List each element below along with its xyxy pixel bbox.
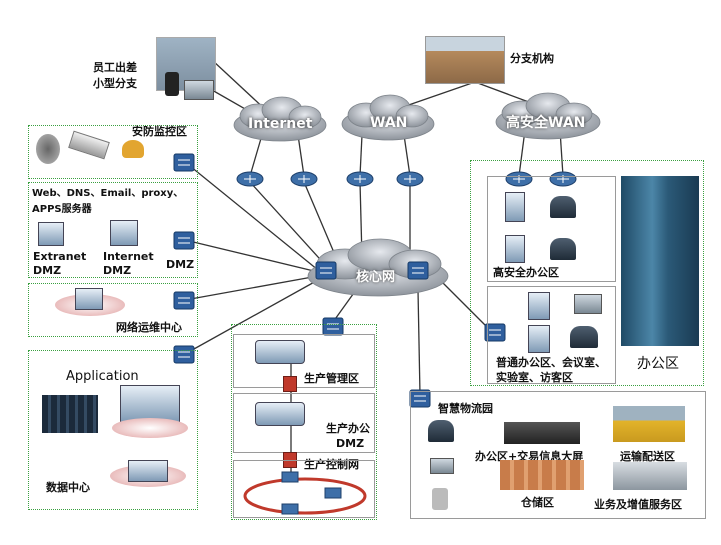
office-outer-zone	[470, 160, 704, 386]
internet-server-icon	[110, 220, 138, 246]
office-tower-photo	[621, 176, 699, 346]
laptop-icon	[430, 458, 454, 474]
warehouse-photo	[500, 460, 584, 490]
switch-icon	[173, 153, 195, 172]
laptop-icon	[574, 294, 602, 314]
travel-label-2: 小型分支	[93, 77, 137, 90]
secure-office-zone	[487, 176, 616, 282]
switch-icon	[315, 261, 337, 280]
general-office-label-1: 普通办公区、会议室、	[496, 356, 606, 369]
secure-user-icon	[550, 238, 576, 260]
noc-label: 网络运维中心	[116, 321, 182, 334]
application-label: Application	[66, 369, 139, 384]
extranet-server-icon	[38, 222, 64, 246]
dc-server-icon	[128, 460, 168, 482]
warehouse-label: 仓储区	[521, 496, 554, 509]
office-label-1: 生产办公	[326, 422, 370, 435]
production-control-zone	[233, 460, 375, 518]
phone-icon	[165, 72, 179, 96]
secure-wan-cloud-label: 高安全WAN	[506, 115, 586, 131]
switch-icon	[173, 231, 195, 250]
datacenter-label: 数据中心	[46, 481, 90, 494]
app-platform-icon	[112, 418, 188, 438]
security-zone-label: 安防监控区	[132, 125, 187, 138]
general-office-label-2: 实验室、访客区	[496, 371, 573, 384]
services-label: Web、DNS、Email、proxy、	[32, 188, 184, 199]
secure-server-icon	[505, 192, 525, 222]
internet-dmz-label-1: Internet	[103, 250, 154, 263]
logistics-title: 智慧物流园	[438, 402, 493, 415]
travel-label-1: 员工出差	[93, 61, 137, 74]
dmz-zone	[28, 182, 198, 278]
internet-cloud-label: Internet	[248, 116, 313, 132]
core-cloud-label: 核心网	[356, 270, 396, 285]
general-user-icon	[570, 326, 598, 348]
office-server-icon	[255, 402, 305, 426]
secure-server-icon	[505, 235, 525, 263]
datacenter-zone	[28, 350, 198, 510]
dmz-label: DMZ	[166, 258, 195, 271]
laptop-icon	[184, 80, 214, 100]
mgmt-server-icon	[255, 340, 305, 364]
secure-office-label: 高安全办公区	[493, 266, 559, 279]
trucks-photo	[613, 406, 685, 442]
extranet-label-2: DMZ	[33, 264, 62, 277]
wan-cloud	[341, 94, 435, 141]
transport-label: 运输配送区	[620, 450, 675, 463]
mgmt-label: 生产管理区	[304, 372, 359, 385]
meeting-photo	[504, 422, 580, 444]
switch-icon	[484, 323, 506, 342]
general-office-zone	[487, 286, 616, 384]
apps-servers-label: APPS服务器	[32, 204, 92, 215]
alarm-icon	[122, 140, 144, 158]
security-monitoring-zone	[28, 125, 198, 179]
wan-cloud-label: WAN	[370, 115, 408, 131]
noc-server-icon	[75, 288, 103, 310]
control-label: 生产控制网	[304, 458, 359, 471]
firewall-icon	[283, 376, 297, 392]
office-label-2: DMZ	[336, 437, 365, 450]
internet-dmz-label-2: DMZ	[103, 264, 132, 277]
value-added-label: 业务及增值服务区	[594, 498, 682, 511]
switch-icon	[173, 291, 195, 310]
logistics-zone	[410, 391, 706, 519]
general-server-icon	[528, 292, 550, 320]
camera-icon	[36, 134, 60, 164]
secure-user-icon	[550, 196, 576, 218]
branch-label: 分支机构	[510, 52, 554, 65]
general-server-icon	[528, 325, 550, 353]
production-mgmt-zone	[233, 334, 375, 388]
branch-building-photo	[425, 36, 505, 84]
service-hall-photo	[613, 462, 687, 490]
switch-icon	[407, 261, 429, 280]
logistics-user-icon	[428, 420, 454, 442]
extranet-label-1: Extranet	[33, 250, 87, 263]
production-office-zone	[233, 393, 375, 453]
rack-icon	[42, 395, 98, 433]
internet-cloud	[233, 96, 327, 142]
secure-wan-cloud	[495, 92, 601, 140]
scanner-icon	[432, 488, 448, 510]
noc-zone	[28, 283, 198, 337]
office-exchange-label: 办公区+交易信息大屏	[475, 450, 584, 463]
office-area-label: 办公区	[637, 356, 679, 372]
switch-icon	[322, 317, 344, 336]
production-outer-zone	[231, 324, 377, 520]
